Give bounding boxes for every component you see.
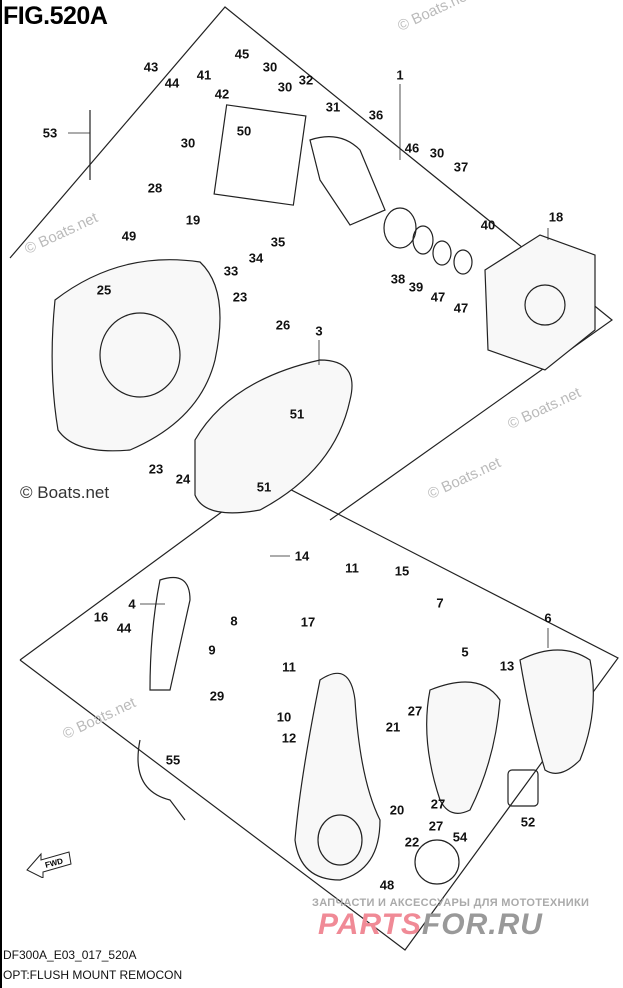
watermark-ru-tagline: ЗАПЧАСТИ И АКСЕССУАРЫ ДЛЯ МОТОТЕХНИКИ bbox=[312, 897, 590, 909]
cover-part-6 bbox=[519, 649, 594, 774]
callout-27: 27 bbox=[407, 703, 423, 719]
cover-part-3 bbox=[194, 359, 353, 514]
callout-40: 40 bbox=[480, 217, 496, 233]
callout-11: 11 bbox=[345, 560, 359, 576]
callout-36: 36 bbox=[368, 107, 384, 123]
lower-group-outline bbox=[19, 477, 619, 951]
lever-hub bbox=[317, 814, 363, 866]
ring-47b bbox=[453, 249, 473, 275]
callout-29: 29 bbox=[209, 688, 225, 704]
callout-15: 15 bbox=[394, 563, 410, 579]
badge-part-54 bbox=[414, 839, 460, 885]
callout-13: 13 bbox=[499, 658, 515, 674]
grip-part-5 bbox=[426, 681, 501, 814]
callout-7: 7 bbox=[436, 595, 444, 611]
callout-50: 50 bbox=[236, 123, 252, 139]
callout-10: 10 bbox=[276, 709, 292, 725]
callout-5: 5 bbox=[461, 644, 469, 660]
left-border bbox=[0, 0, 2, 988]
callout-16: 16 bbox=[93, 609, 109, 625]
callout-55: 55 bbox=[165, 752, 181, 768]
callout-17: 17 bbox=[300, 614, 316, 630]
fwd-arrow-icon: FWD bbox=[25, 848, 75, 883]
callout-26: 26 bbox=[275, 317, 291, 333]
callout-41: 41 bbox=[196, 67, 212, 83]
upper-group-outline bbox=[9, 6, 613, 521]
callout-6: 6 bbox=[544, 610, 552, 626]
callout-46: 46 bbox=[404, 140, 420, 156]
callout-49: 49 bbox=[121, 228, 137, 244]
callout-30: 30 bbox=[429, 145, 445, 161]
callout-1: 1 bbox=[396, 67, 404, 83]
callout-14: 14 bbox=[294, 548, 310, 564]
diagram-caption: OPT:FLUSH MOUNT REMOCON bbox=[3, 968, 183, 982]
callout-22: 22 bbox=[404, 834, 420, 850]
callout-25: 25 bbox=[96, 282, 112, 298]
callout-31: 31 bbox=[325, 99, 341, 115]
callout-30: 30 bbox=[180, 135, 196, 151]
figure-title: FIG.520A bbox=[3, 2, 108, 30]
callout-47: 47 bbox=[453, 300, 469, 316]
callout-19: 19 bbox=[185, 212, 201, 228]
callout-52: 52 bbox=[520, 814, 536, 830]
callout-3: 3 bbox=[315, 323, 323, 339]
callout-43: 43 bbox=[143, 59, 159, 75]
bezel-center bbox=[99, 312, 181, 398]
callout-12: 12 bbox=[281, 730, 297, 746]
callout-38: 38 bbox=[390, 271, 406, 287]
callout-27: 27 bbox=[430, 796, 446, 812]
ring-38 bbox=[383, 207, 417, 249]
callout-24: 24 bbox=[175, 471, 191, 487]
callout-45: 45 bbox=[234, 46, 250, 62]
callout-11: 11 bbox=[282, 659, 296, 675]
lever-part-12 bbox=[294, 672, 381, 881]
callout-47: 47 bbox=[430, 289, 446, 305]
callout-51: 51 bbox=[289, 406, 305, 422]
callout-27: 27 bbox=[428, 818, 444, 834]
switch-part-52 bbox=[507, 769, 539, 807]
callout-48: 48 bbox=[379, 877, 395, 893]
callout-34: 34 bbox=[248, 250, 264, 266]
ring-47a bbox=[432, 240, 452, 266]
shaft-part-31 bbox=[309, 136, 386, 226]
callout-28: 28 bbox=[147, 180, 163, 196]
callout-30: 30 bbox=[277, 79, 293, 95]
callout-4: 4 bbox=[128, 596, 136, 612]
callout-23: 23 bbox=[232, 289, 248, 305]
housing-bore bbox=[524, 284, 566, 326]
housing-part-18 bbox=[484, 234, 596, 371]
ring-39 bbox=[412, 225, 434, 255]
callout-53: 53 bbox=[42, 125, 58, 141]
callout-9: 9 bbox=[208, 642, 216, 658]
diagram-code: DF300A_E03_017_520A bbox=[3, 948, 137, 962]
callout-39: 39 bbox=[408, 279, 424, 295]
callout-20: 20 bbox=[389, 802, 405, 818]
callout-30: 30 bbox=[262, 59, 278, 75]
callout-33: 33 bbox=[223, 263, 239, 279]
callout-21: 21 bbox=[385, 719, 401, 735]
callout-8: 8 bbox=[230, 613, 238, 629]
arm-part-4 bbox=[149, 576, 191, 691]
harness-55 bbox=[137, 739, 186, 821]
ru-logo-part-b: FOR.RU bbox=[421, 908, 543, 941]
callout-51: 51 bbox=[256, 479, 272, 495]
callout-44: 44 bbox=[116, 620, 132, 636]
callout-32: 32 bbox=[298, 72, 314, 88]
bezel-part-25 bbox=[51, 259, 221, 452]
callout-42: 42 bbox=[214, 86, 230, 102]
watermark-ru-logo: PARTSFOR.RU bbox=[318, 908, 543, 942]
callout-18: 18 bbox=[548, 209, 564, 225]
callout-54: 54 bbox=[452, 829, 468, 845]
callout-37: 37 bbox=[453, 159, 469, 175]
callout-44: 44 bbox=[164, 75, 180, 91]
plate-part-32 bbox=[213, 104, 307, 206]
callout-23: 23 bbox=[148, 461, 164, 477]
callout-35: 35 bbox=[270, 234, 286, 250]
watermark-boats-dark: © Boats.net bbox=[20, 483, 110, 502]
ru-logo-part-a: PARTS bbox=[318, 908, 422, 941]
